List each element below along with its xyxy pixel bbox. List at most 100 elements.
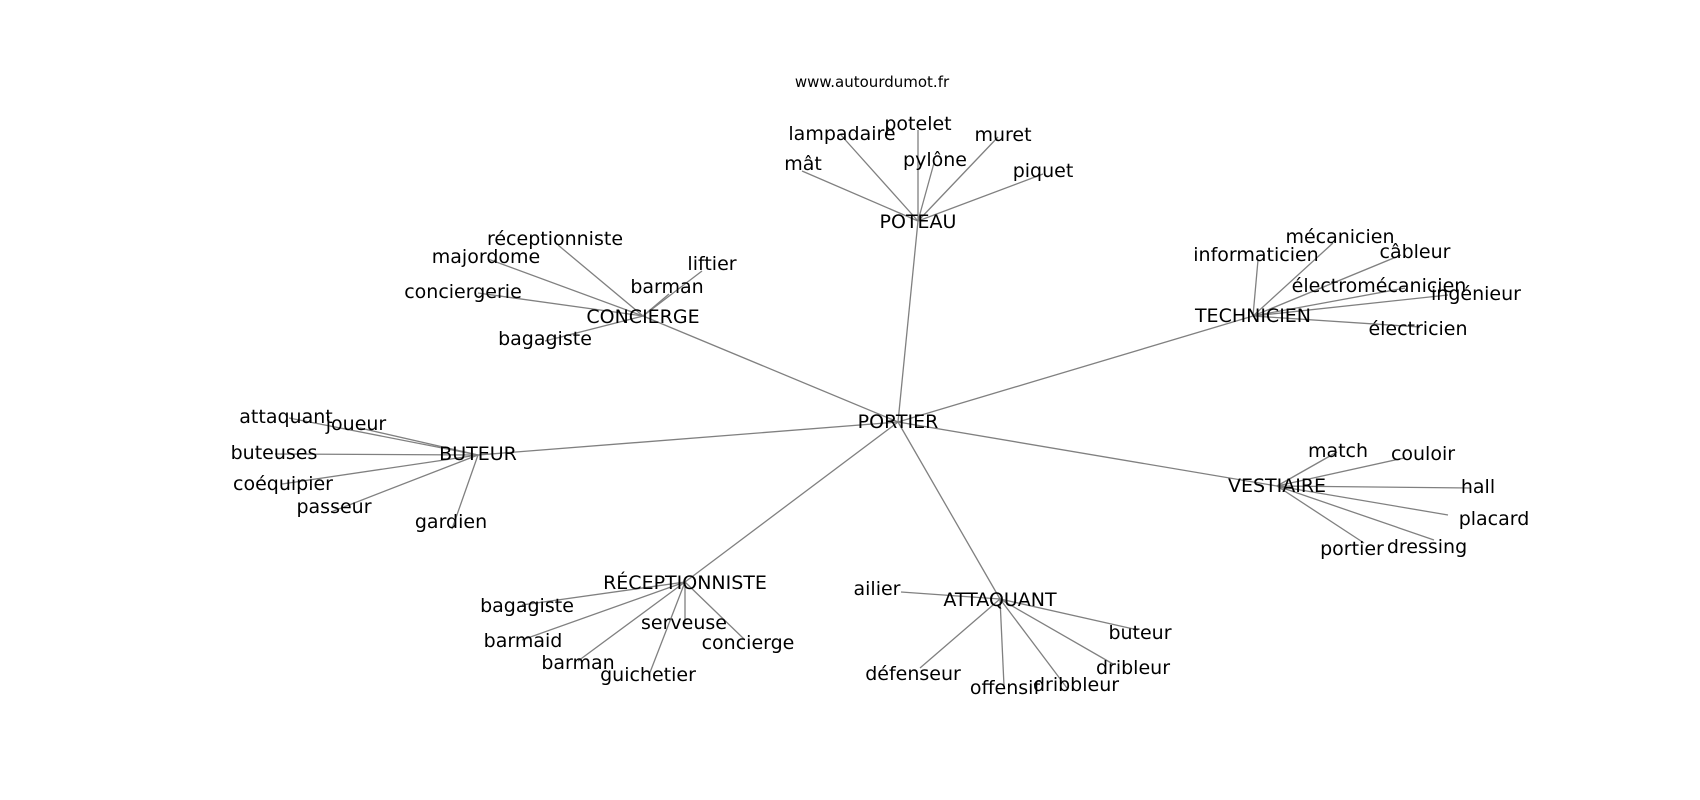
word-node[interactable]: informaticien: [1193, 244, 1318, 266]
word-node[interactable]: réceptionniste: [487, 228, 623, 250]
edge-hub-to-word: [999, 598, 1114, 665]
edge-layer: [274, 130, 1472, 689]
word-node[interactable]: joueur: [325, 413, 387, 435]
edge-hub-to-word: [1252, 287, 1406, 317]
word-node[interactable]: portier: [1320, 538, 1384, 560]
word-node[interactable]: lampadaire: [788, 123, 895, 145]
word-node[interactable]: électromécanicien: [1292, 275, 1467, 297]
edge-hub-to-word: [1252, 315, 1421, 328]
edge-hub-to-word: [521, 581, 686, 606]
edge-hub-to-word: [917, 173, 1044, 222]
word-node[interactable]: bagagiste: [498, 328, 592, 350]
word-node[interactable]: piquet: [1013, 160, 1074, 182]
source-label[interactable]: www.autourdumot.fr: [795, 73, 950, 91]
word-node[interactable]: barmaid: [484, 630, 563, 652]
edge-hub-to-word: [839, 133, 919, 222]
word-node[interactable]: ingénieur: [1431, 283, 1521, 305]
word-node[interactable]: bagagiste: [480, 595, 574, 617]
hub-node[interactable]: ATTAQUANT: [943, 589, 1057, 611]
edge-center-to-hub: [897, 421, 1001, 600]
edge-hub-to-word: [451, 454, 479, 530]
word-node[interactable]: câbleur: [1380, 241, 1451, 263]
word-node[interactable]: hall: [1461, 476, 1495, 498]
word-node[interactable]: défenseur: [865, 663, 961, 685]
hub-node[interactable]: CONCIERGE: [586, 306, 699, 328]
edge-center-to-hub: [477, 421, 899, 456]
edge-hub-to-word: [999, 598, 1068, 689]
edge-center-to-hub: [684, 421, 899, 583]
word-node[interactable]: couloir: [1391, 443, 1455, 465]
word-node[interactable]: attaquant: [239, 406, 332, 428]
edge-hub-to-word: [1276, 457, 1405, 487]
word-node[interactable]: barman: [541, 652, 614, 674]
hub-node[interactable]: TECHNICIEN: [1194, 305, 1311, 327]
edge-center-to-hub: [897, 315, 1254, 423]
word-node[interactable]: concierge: [702, 632, 795, 654]
edge-hub-to-word: [1252, 294, 1449, 317]
word-node[interactable]: ailier: [854, 578, 901, 600]
edge-hub-to-word: [648, 581, 686, 676]
edge-hub-to-word: [1276, 485, 1449, 516]
edge-center-to-hub: [897, 220, 919, 423]
word-node[interactable]: dribleur: [1096, 657, 1170, 679]
edge-hub-to-word: [281, 454, 479, 485]
edge-hub-to-word: [521, 581, 686, 641]
edge-hub-to-word: [1252, 242, 1334, 317]
center-node[interactable]: PORTIER: [858, 411, 939, 433]
word-node[interactable]: passeur: [296, 496, 371, 518]
word-node[interactable]: dressing: [1387, 536, 1467, 558]
word-node[interactable]: conciergerie: [404, 281, 522, 303]
word-node[interactable]: électricien: [1368, 318, 1467, 340]
edge-hub-to-word: [642, 293, 670, 317]
edge-hub-to-word: [999, 598, 1005, 687]
edge-hub-to-word: [1276, 485, 1435, 541]
word-node[interactable]: barman: [630, 276, 703, 298]
edge-hub-to-word: [1276, 485, 1472, 489]
edge-hub-to-word: [577, 581, 686, 662]
word-node[interactable]: potelet: [884, 113, 951, 135]
word-node[interactable]: gardien: [415, 511, 487, 533]
word-node[interactable]: muret: [974, 124, 1031, 146]
edge-hub-to-word: [487, 258, 644, 317]
word-node[interactable]: serveuse: [641, 612, 727, 634]
edge-center-to-hub: [897, 421, 1278, 487]
edge-hub-to-word: [1252, 259, 1259, 317]
edge-hub-to-word: [330, 454, 479, 513]
edge-hub-to-word: [544, 315, 644, 342]
word-node[interactable]: placard: [1459, 508, 1530, 530]
hub-node[interactable]: BUTEUR: [439, 443, 517, 465]
word-node[interactable]: buteuses: [231, 442, 318, 464]
edge-hub-to-word: [359, 427, 479, 456]
edge-hub-to-word: [1276, 451, 1338, 487]
word-node[interactable]: coéquipier: [233, 473, 333, 495]
word-node[interactable]: liftier: [687, 253, 736, 275]
word-node[interactable]: match: [1308, 440, 1368, 462]
word-node[interactable]: majordome: [432, 246, 540, 268]
word-node[interactable]: offensif: [970, 677, 1042, 699]
edge-hub-to-word: [917, 136, 999, 222]
word-node[interactable]: mécanicien: [1285, 226, 1394, 248]
hub-node[interactable]: RÉCEPTIONNISTE: [603, 571, 767, 594]
hub-node[interactable]: POTEAU: [880, 211, 957, 233]
hub-node[interactable]: VESTIAIRE: [1228, 475, 1326, 497]
word-node[interactable]: mât: [784, 153, 822, 175]
edge-hub-to-word: [1252, 254, 1402, 317]
edge-hub-to-word: [684, 581, 745, 640]
word-node[interactable]: guichetier: [600, 664, 696, 686]
edge-hub-to-word: [919, 598, 1001, 669]
word-node[interactable]: buteur: [1108, 622, 1171, 644]
edge-hub-to-word: [288, 417, 479, 456]
edge-center-to-hub: [642, 315, 899, 423]
edge-hub-to-word: [1276, 485, 1365, 544]
word-node[interactable]: dribbleur: [1033, 674, 1119, 696]
edge-hub-to-word: [917, 162, 935, 222]
edge-hub-to-word: [900, 591, 1001, 600]
edge-hub-to-word: [274, 453, 479, 456]
edge-hub-to-word: [801, 170, 919, 222]
edge-hub-to-word: [557, 244, 644, 317]
word-node[interactable]: pylône: [903, 149, 967, 171]
edge-hub-to-word: [477, 292, 644, 317]
edge-hub-to-word: [999, 598, 1139, 631]
